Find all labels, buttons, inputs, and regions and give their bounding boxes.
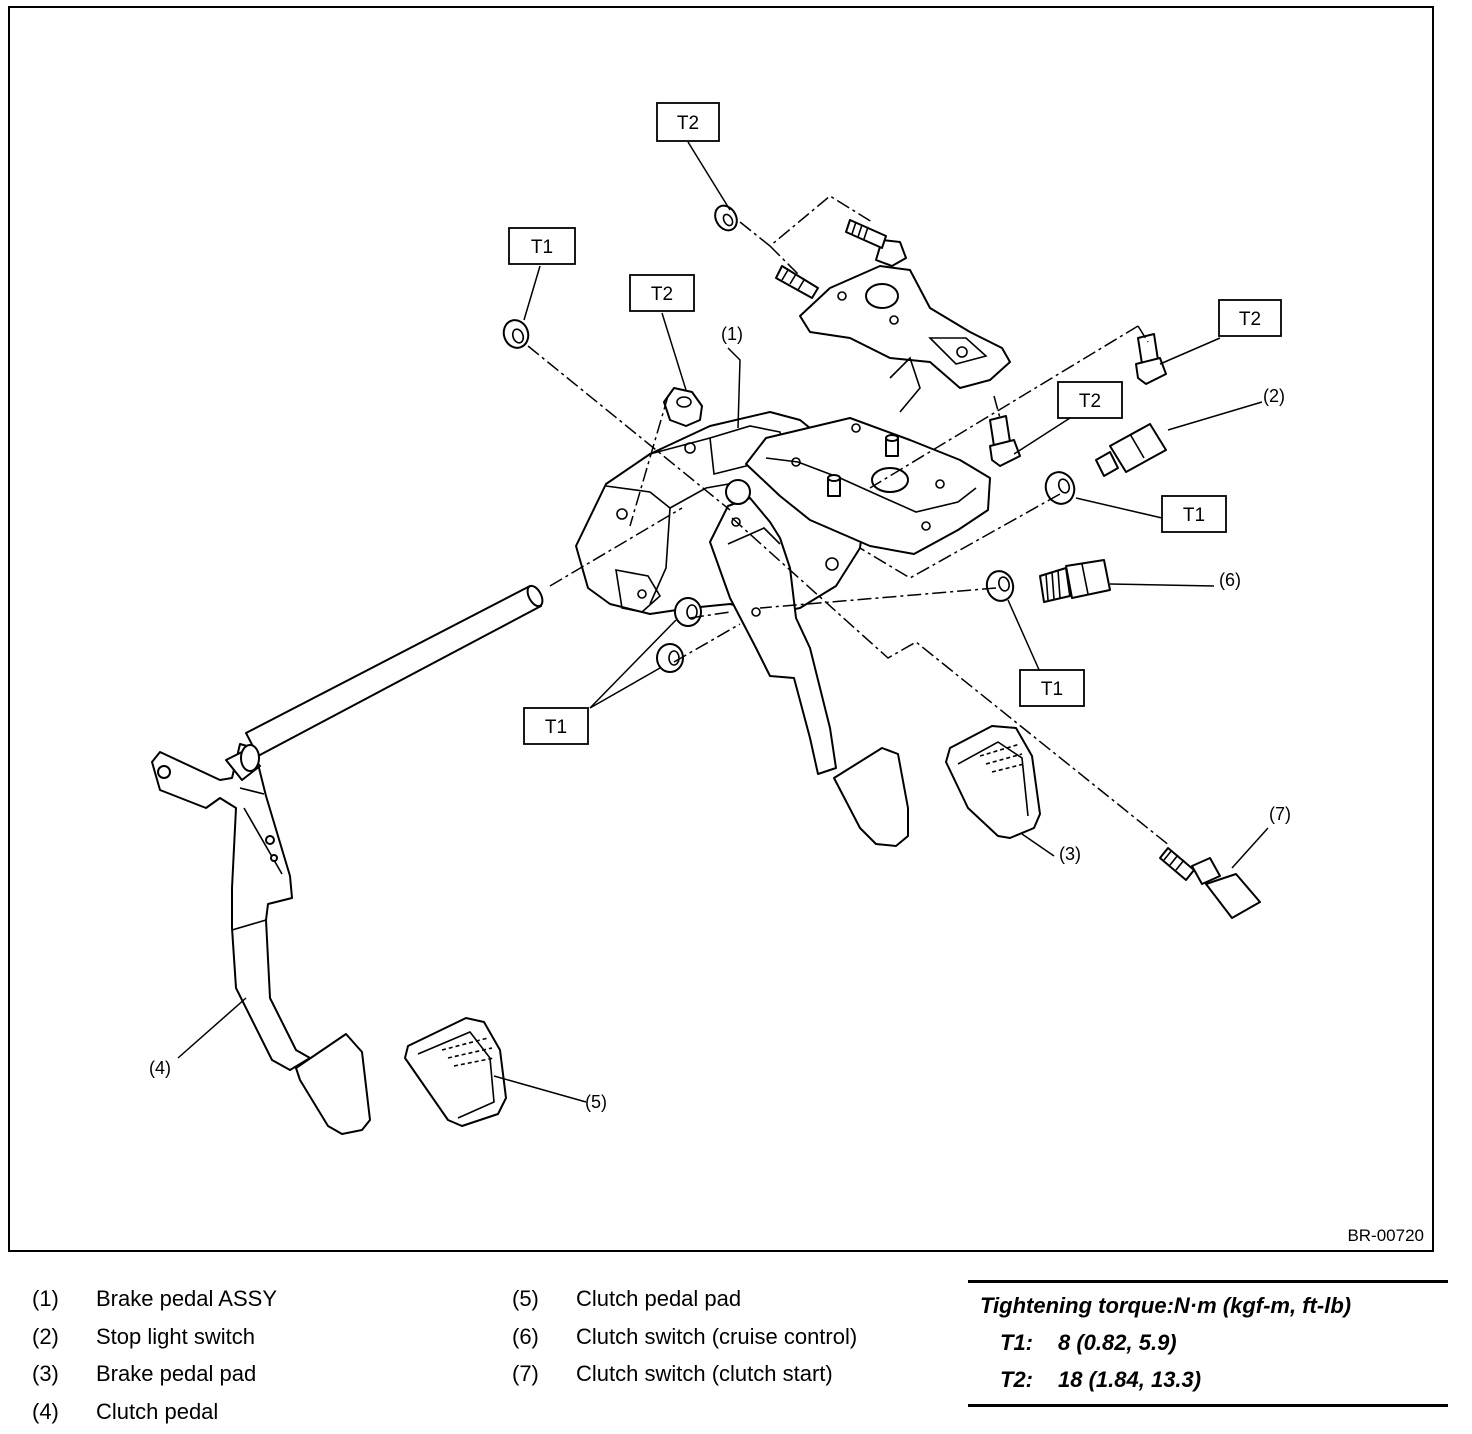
bolt-t2-right-upper xyxy=(1135,333,1167,385)
torque-spec-table: Tightening torque:N·m (kgf-m, ft-lb) T1:… xyxy=(968,1280,1448,1407)
torque-box-t2-right-middle: T2 xyxy=(1057,381,1123,419)
legend-column-left: (1) Brake pedal ASSY (2) Stop light switch… xyxy=(32,1280,277,1430)
nut-t1-lower-left-a xyxy=(674,597,702,627)
legend-num: (7) xyxy=(512,1361,539,1386)
legend-text: Clutch pedal xyxy=(96,1398,219,1424)
clutch-pedal-pad xyxy=(404,1017,507,1127)
torque-box-t1-lower-left: T1 xyxy=(523,707,589,745)
legend-column-middle: (5) Clutch pedal pad (6) Clutch switch (cr… xyxy=(512,1280,857,1393)
torque-label: T2 xyxy=(677,113,699,134)
brake-pedal xyxy=(709,479,909,847)
fasteners xyxy=(502,204,1167,673)
torque-box-t2-right-upper: T2 xyxy=(1218,299,1282,337)
legend-item: (5) Clutch pedal pad xyxy=(512,1280,857,1318)
legend-text: Brake pedal ASSY xyxy=(96,1286,278,1311)
legend-text: Clutch switch (cruise control) xyxy=(576,1323,858,1349)
nut-t1-right xyxy=(1044,471,1076,505)
callout-4: (4) xyxy=(149,1058,171,1078)
legend-text: Clutch switch (clutch start) xyxy=(576,1361,833,1386)
torque-row-t2: T2: 18 (1.84, 13.3) xyxy=(968,1361,1448,1398)
clutch-pedal xyxy=(151,743,371,1135)
callout-6: (6) xyxy=(1219,570,1241,590)
torque-box-t2-mid-left: T2 xyxy=(629,274,695,312)
torque-label: T2 xyxy=(1239,309,1261,330)
clutch-switch-cruise xyxy=(1039,559,1111,603)
legend-item: (1) Brake pedal ASSY xyxy=(32,1280,277,1318)
torque-box-t1-top-left: T1 xyxy=(508,227,576,265)
bolt-t2-right-middle xyxy=(989,415,1021,467)
legend-text: Clutch pedal pad xyxy=(576,1286,742,1311)
stud-bolt-top xyxy=(845,219,887,249)
callout-1: (1) xyxy=(721,324,743,344)
exploded-diagram: T2 T1 T2 T2 T2 T1 T1 T1 xyxy=(8,6,1434,1252)
torque-row-t1: T1: 8 (0.82, 5.9) xyxy=(968,1324,1448,1361)
legend-num: (5) xyxy=(512,1286,539,1311)
legend-item: (2) Stop light switch xyxy=(32,1318,277,1356)
clutch-pedal-shaft xyxy=(245,584,544,757)
torque-value: 8 (0.82, 5.9) xyxy=(1058,1330,1177,1355)
torque-box-t1-lower-right: T1 xyxy=(1019,669,1085,707)
legend-num: (1) xyxy=(32,1286,59,1311)
legend-text: Stop light switch xyxy=(96,1323,255,1349)
legend-item: (3) Brake pedal pad xyxy=(32,1355,277,1393)
torque-label: T1 xyxy=(1183,505,1205,526)
legend-text: Brake pedal pad xyxy=(96,1361,257,1386)
callout-5: (5) xyxy=(585,1092,607,1112)
torque-key: T2: xyxy=(1000,1367,1033,1392)
legend-num: (3) xyxy=(32,1361,59,1386)
torque-value: 18 (1.84, 13.3) xyxy=(1058,1367,1202,1392)
callout-7: (7) xyxy=(1269,804,1291,824)
torque-label: T1 xyxy=(531,237,553,258)
flange-nut-t2-mid xyxy=(663,387,703,427)
figure-id: BR-00720 xyxy=(1347,1226,1424,1245)
legend-num: (2) xyxy=(32,1323,59,1349)
stop-light-switch xyxy=(1095,423,1167,477)
torque-key: T1: xyxy=(1000,1330,1033,1355)
legend-num: (6) xyxy=(512,1323,539,1349)
clutch-switch-start xyxy=(1159,847,1261,919)
torque-label: T2 xyxy=(651,284,673,305)
legend-item: (7) Clutch switch (clutch start) xyxy=(512,1355,857,1393)
parts-legend: (1) Brake pedal ASSY (2) Stop light switch… xyxy=(0,1280,1472,1434)
torque-label: T1 xyxy=(1041,679,1063,700)
brake-pedal-pad xyxy=(945,725,1041,839)
upper-bracket xyxy=(799,239,1011,413)
nut-t1-lower-left-b xyxy=(656,643,684,673)
torque-label: T1 xyxy=(545,717,567,738)
nut-t1-top-left xyxy=(502,319,530,349)
flange-nut-t2-top xyxy=(714,204,738,232)
callout-3: (3) xyxy=(1059,844,1081,864)
torque-label: T2 xyxy=(1079,391,1101,412)
torque-title: Tightening torque:N·m (kgf-m, ft-lb) xyxy=(980,1293,1352,1318)
torque-box-t1-right: T1 xyxy=(1161,495,1227,533)
assembly-lines xyxy=(527,195,1171,847)
torque-box-t2-top: T2 xyxy=(656,102,720,142)
pedal-assembly-drawing: T2 T1 T2 T2 T2 T1 T1 T1 xyxy=(149,102,1291,1135)
leader-lines xyxy=(177,141,1269,1103)
nut-t1-lower-right xyxy=(985,570,1015,602)
legend-num: (4) xyxy=(32,1398,59,1424)
legend-item: (6) Clutch switch (cruise control) xyxy=(512,1318,857,1356)
callout-2: (2) xyxy=(1263,386,1285,406)
stud-bolt-left xyxy=(775,265,819,299)
legend-item: (4) Clutch pedal xyxy=(32,1393,277,1431)
